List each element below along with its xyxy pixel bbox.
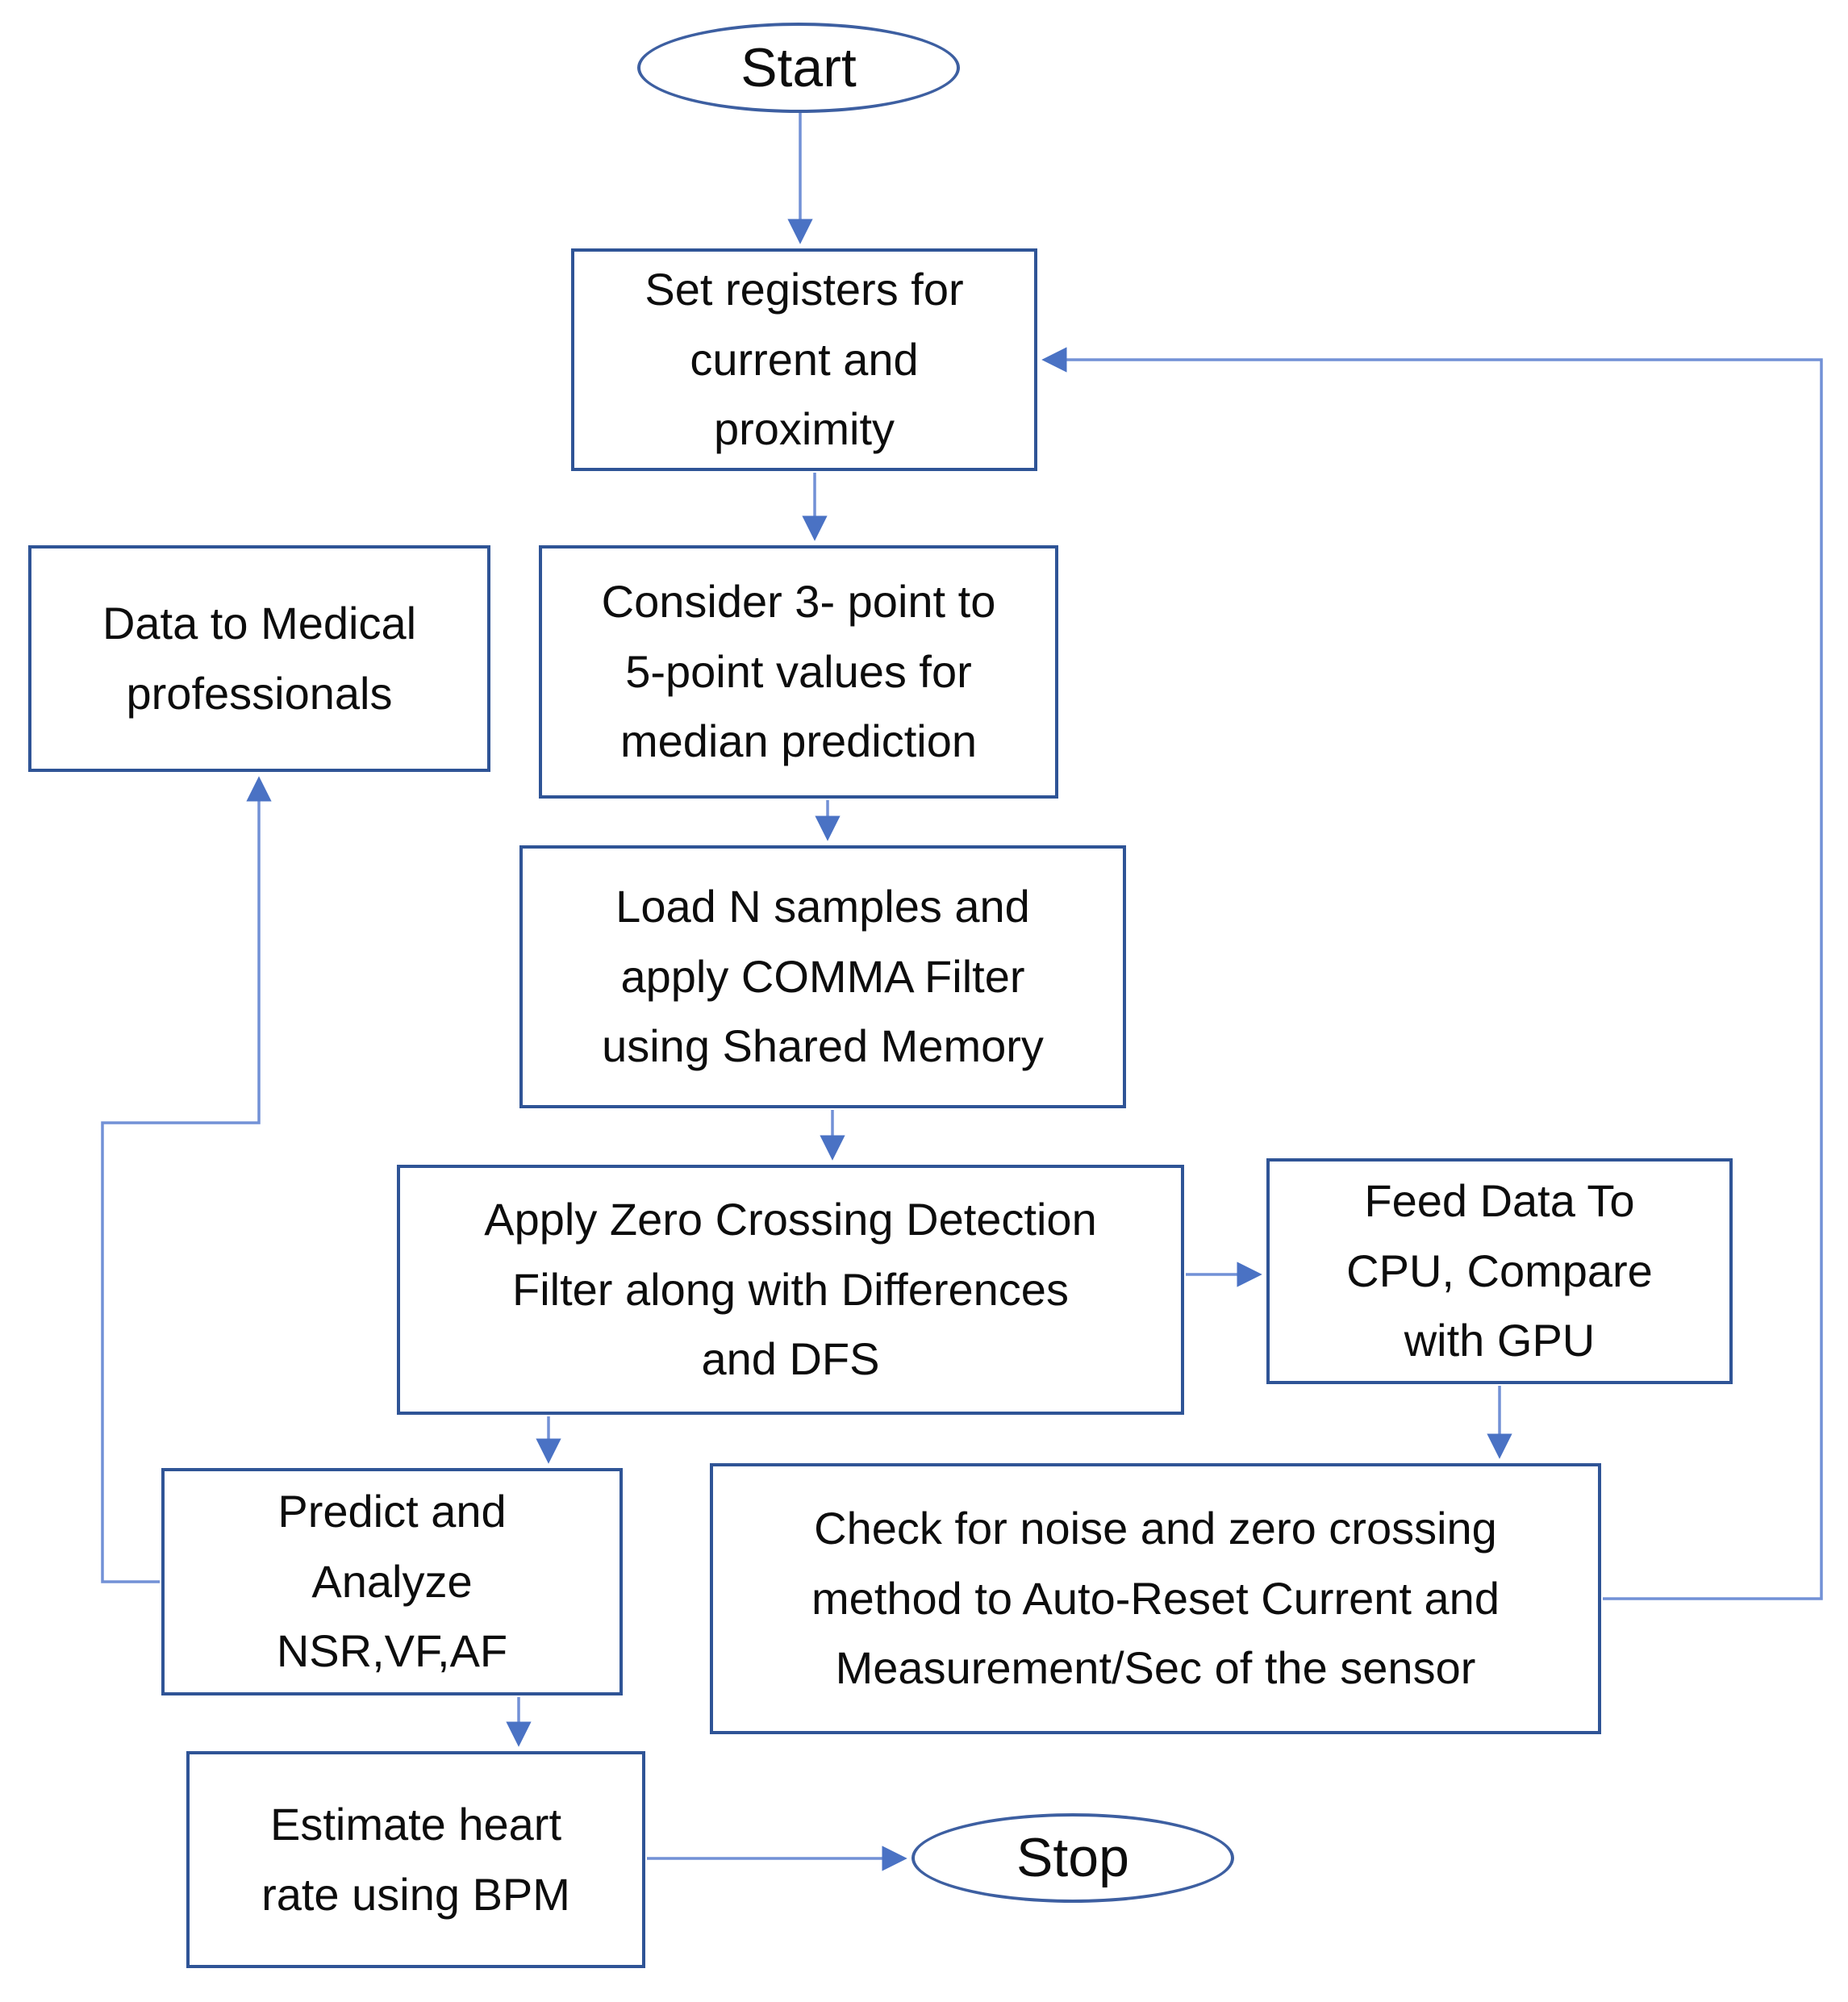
node-set-registers-label: Set registers for current and proximity [645,263,964,455]
node-data-medical: Data to Medical professionals [28,545,490,772]
node-stop-label: Stop [1016,1827,1129,1889]
node-stop: Stop [911,1813,1234,1903]
node-check-noise-label: Check for noise and zero crossing method… [811,1502,1500,1694]
node-feed-data-label: Feed Data To CPU, Compare with GPU [1346,1174,1653,1366]
edge-predict-to-data-medical [101,776,272,1583]
node-estimate-hr: Estimate heart rate using BPM [186,1751,645,1968]
node-load-samples-label: Load N samples and apply COMMA Filter us… [602,880,1044,1072]
node-apply-zero-crossing-label: Apply Zero Crossing Detection Filter alo… [484,1193,1097,1385]
node-consider-points: Consider 3- point to 5-point values for … [539,545,1058,799]
edge-check-noise-to-set-registers-feedback [1041,347,1823,1600]
node-check-noise: Check for noise and zero crossing method… [710,1463,1601,1734]
node-apply-zero-crossing: Apply Zero Crossing Detection Filter alo… [397,1165,1184,1415]
node-consider-points-label: Consider 3- point to 5-point values for … [601,575,996,767]
node-start: Start [637,23,960,113]
node-set-registers: Set registers for current and proximity [571,248,1037,471]
node-feed-data: Feed Data To CPU, Compare with GPU [1266,1158,1733,1384]
node-predict-analyze: Predict and Analyze NSR,VF,AF [161,1468,623,1695]
node-load-samples: Load N samples and apply COMMA Filter us… [519,845,1126,1108]
node-predict-analyze-label: Predict and Analyze NSR,VF,AF [276,1485,508,1677]
node-estimate-hr-label: Estimate heart rate using BPM [261,1798,570,1920]
node-start-label: Start [740,36,857,98]
node-data-medical-label: Data to Medical professionals [102,597,417,719]
